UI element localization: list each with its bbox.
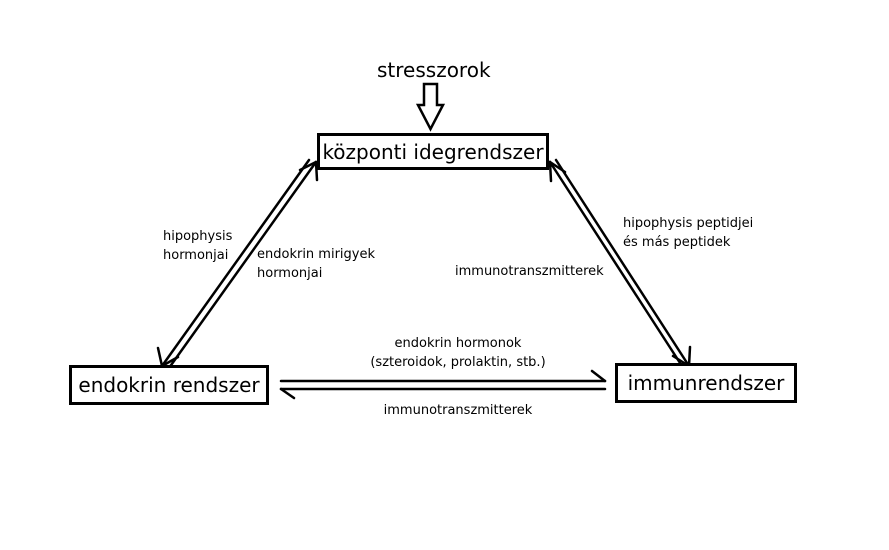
right-outer-label-line: és más peptidek (623, 235, 731, 250)
endocrine-to-cns-arrow (167, 160, 319, 370)
stressor-arrow (415, 82, 446, 132)
stressors-label: stresszorok (377, 58, 491, 82)
cns-node: központi idegrendszer (317, 133, 549, 170)
endocrine-node: endokrin rendszer (69, 365, 269, 405)
immune-node: immunrendszer (615, 363, 797, 403)
bottom-bottom-label: immunotranszmitterek (383, 403, 533, 418)
right-outer-label: hipophysis peptidjei és más peptidek (623, 214, 753, 252)
left-inner-label-line: endokrin mirigyek (257, 247, 376, 262)
right-inner-label: immunotranszmitterek (455, 264, 604, 279)
endocrine-to-immune-arrow (279, 369, 607, 383)
bottom-top-label-line: endokrin hormonok (394, 336, 522, 351)
left-outer-label: hipophysis hormonjai (163, 227, 232, 265)
immune-to-endocrine-arrow (279, 387, 607, 400)
right-outer-label-line: hipophysis peptidjei (623, 216, 754, 231)
left-inner-label: endokrin mirigyek hormonjai (257, 245, 375, 283)
left-outer-label-line: hormonjai (163, 248, 229, 263)
bottom-top-label: endokrin hormonok (szteroidok, prolaktin… (343, 334, 573, 372)
bottom-top-label-line: (szteroidok, prolaktin, stb.) (370, 355, 546, 370)
left-outer-label-line: hipophysis (163, 229, 233, 244)
left-inner-label-line: hormonjai (257, 266, 323, 281)
